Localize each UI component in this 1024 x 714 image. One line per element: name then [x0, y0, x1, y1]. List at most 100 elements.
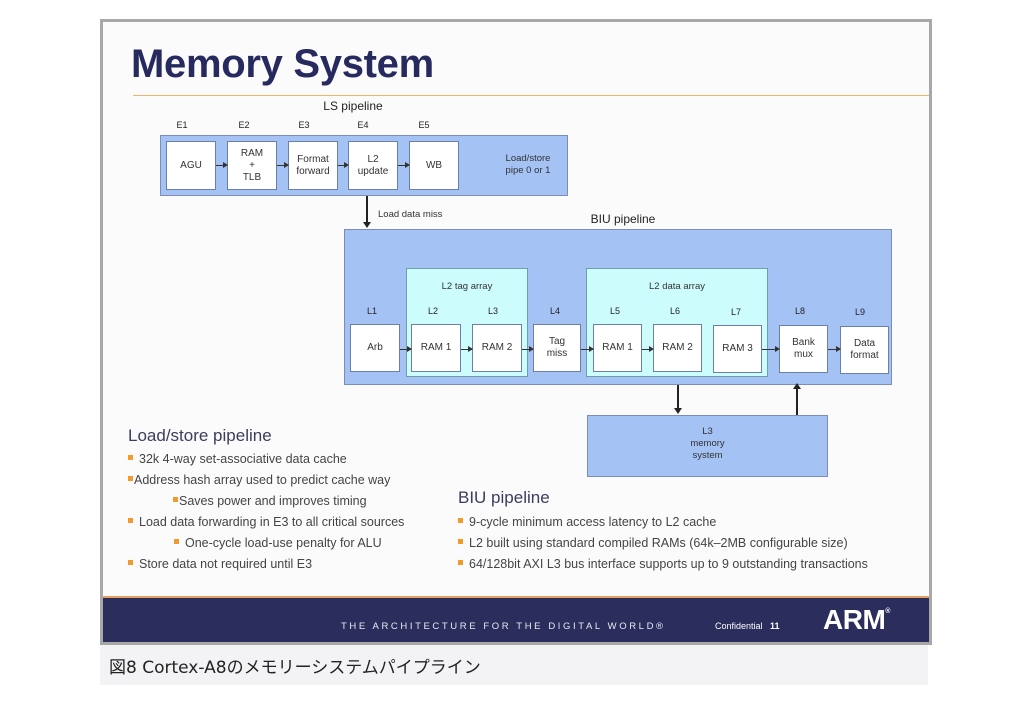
tag-ram1-box: RAM 1	[411, 324, 461, 372]
stage-label-e5: E5	[418, 120, 430, 130]
biu-pipeline-label: BIU pipeline	[590, 212, 656, 226]
l3-line: L3	[702, 426, 713, 437]
box-line: format	[850, 350, 879, 361]
bullet-text: 64/128bit AXI L3 bus interface supports …	[469, 557, 868, 571]
data-ram3-text: RAM 3	[722, 343, 753, 354]
bullet-text: Store data not required until E3	[139, 557, 313, 571]
arrow-from-l3	[793, 383, 801, 415]
bullet-text: Load data forwarding in E3 to all critic…	[139, 515, 405, 529]
bullet-item: 32k 4-way set-associative data cache	[128, 449, 404, 470]
l3-line: system	[692, 450, 723, 461]
figure-caption-bar: 図8 Cortex-A8のメモリーシステムパイプライン	[100, 645, 928, 685]
bullet-square-icon	[458, 518, 463, 524]
bullet-item: 64/128bit AXI L3 bus interface supports …	[458, 554, 868, 575]
box-line: mux	[794, 349, 813, 360]
stage-label-l8: L8	[794, 306, 805, 316]
stage-label-e3: E3	[298, 120, 310, 130]
arb-box: Arb	[350, 324, 400, 372]
box-line: RAM	[240, 147, 264, 159]
data-ram1-text: RAM 1	[602, 342, 633, 353]
arrow-e4-e5	[398, 162, 410, 168]
ls-pipeline-label: LS pipeline	[323, 99, 383, 113]
load-store-pipe-label: Load/store pipe 0 or 1	[493, 153, 563, 177]
arrow-l2-l3	[461, 346, 473, 352]
bullet-square-icon	[458, 560, 463, 566]
tag-ram2-box: RAM 2	[472, 324, 522, 372]
arrow-l5-l6	[642, 346, 654, 352]
bullet-item: L2 built using standard compiled RAMs (6…	[458, 533, 868, 554]
bullet-item: Address hash array used to predict cache…	[128, 470, 404, 491]
wb-box: WB	[409, 141, 459, 190]
stage-label-l4: L4	[549, 306, 560, 316]
ram-tlb-box: RAM+TLB	[227, 141, 277, 190]
l2-tag-array-label: L2 tag array	[441, 281, 493, 292]
bullet-text: Address hash array used to predict cache…	[134, 473, 391, 487]
bullet-text: One-cycle load-use penalty for ALU	[185, 536, 382, 550]
data-ram2-box: RAM 2	[653, 324, 702, 372]
bullet-square-icon	[174, 539, 179, 545]
bullet-item: 9-cycle minimum access latency to L2 cac…	[458, 512, 868, 533]
arb-text: Arb	[367, 342, 383, 353]
l3-memory-system-label: L3 memory system	[587, 426, 828, 462]
biu-heading: BIU pipeline	[458, 488, 550, 507]
page-number: 11	[770, 621, 780, 631]
stage-label-l6: L6	[669, 306, 680, 316]
l3-memory-system-block	[587, 415, 828, 477]
arrow-e2-e3	[277, 162, 289, 168]
load-store-bullets: 32k 4-way set-associative data cache Add…	[128, 449, 404, 575]
stage-label-e2: E2	[238, 120, 250, 130]
box-line: forward	[296, 165, 330, 177]
slide-footer: THE ARCHITECTURE FOR THE DIGITAL WORLD® …	[103, 596, 929, 642]
footer-confidential: Confidential 11	[715, 621, 780, 631]
box-line: Format	[297, 153, 329, 165]
biu-bullets: 9-cycle minimum access latency to L2 cac…	[458, 512, 868, 575]
bullet-square-icon	[458, 539, 463, 545]
stage-label-l9: L9	[854, 307, 865, 317]
figure-caption: 図8 Cortex-A8のメモリーシステムパイプライン	[109, 658, 481, 678]
stage-label-l2: L2	[427, 306, 438, 316]
arm-logo-text: ARM	[823, 604, 886, 635]
arrow-l1-l2	[400, 346, 412, 352]
pipe-label-line: pipe 0 or 1	[505, 165, 551, 176]
bullet-square-icon	[173, 497, 178, 503]
box-line: Data	[853, 338, 876, 349]
data-ram2-text: RAM 2	[662, 342, 693, 353]
bullet-square-icon	[128, 518, 133, 524]
stage-label-l3: L3	[487, 306, 498, 316]
slide: Memory System LS pipeline E1 E2 E3 E4 E5…	[100, 19, 932, 645]
load-data-miss-arrow	[363, 196, 371, 228]
registered-mark: ®	[885, 607, 890, 615]
arrow-to-l3	[674, 385, 682, 414]
box-line: TLB	[242, 171, 262, 183]
box-line: update	[357, 165, 389, 177]
load-data-miss-label: Load data miss	[378, 209, 443, 220]
confidential-text: Confidential	[715, 621, 763, 631]
box-line: Bank	[792, 337, 815, 348]
arrow-l4-l5	[581, 346, 594, 352]
stage-label-l5: L5	[609, 306, 620, 316]
arrow-l8-l9	[828, 346, 841, 352]
data-ram1-box: RAM 1	[593, 324, 642, 372]
l2-data-array-label: L2 data array	[649, 281, 705, 292]
tag-ram2-text: RAM 2	[481, 342, 513, 353]
bullet-text: Saves power and improves timing	[179, 494, 367, 508]
title-divider	[133, 95, 929, 96]
stage-label-e4: E4	[357, 120, 369, 130]
arrow-e1-e2	[216, 162, 228, 168]
data-ram3-box: RAM 3	[713, 325, 762, 373]
bullet-item: Load data forwarding in E3 to all critic…	[128, 512, 404, 533]
bullet-text: 32k 4-way set-associative data cache	[139, 452, 347, 466]
bullet-item-sub: One-cycle load-use penalty for ALU	[128, 533, 404, 554]
l3-line: memory	[690, 438, 725, 449]
wb-text: WB	[425, 159, 443, 171]
tag-ram1-text: RAM 1	[420, 342, 452, 353]
arrow-e3-e4	[338, 162, 349, 168]
bullet-item-sub: Saves power and improves timing	[128, 491, 404, 512]
box-line: Tag	[548, 336, 566, 347]
bullet-square-icon	[128, 476, 133, 482]
arrow-l7-l8	[762, 346, 780, 352]
stage-label-l7: L7	[730, 307, 741, 317]
